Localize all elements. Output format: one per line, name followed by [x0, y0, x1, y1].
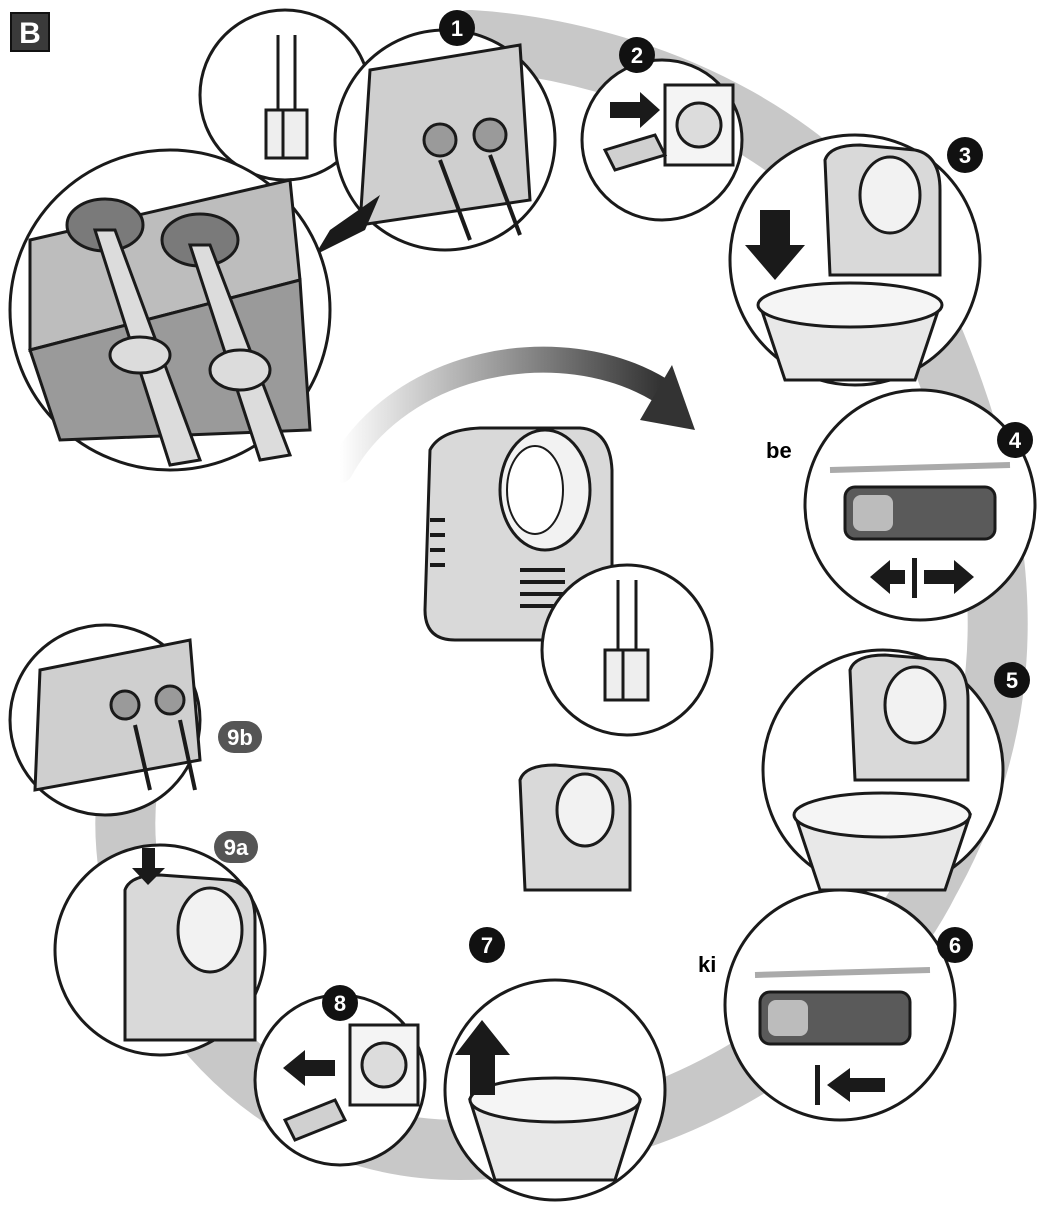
- step-badge-9b: 9b: [218, 721, 262, 753]
- step-number-7: 7: [481, 933, 493, 958]
- step-badge-3: 3: [947, 137, 983, 173]
- step-number-4: 4: [1009, 428, 1022, 453]
- step-number-8: 8: [334, 991, 346, 1016]
- step-9b-remove-beaters: [10, 625, 200, 815]
- step-1-socket-closeup: [10, 150, 380, 470]
- center-beaters-inset: [542, 565, 712, 735]
- step-5-mixing: [763, 650, 1003, 890]
- step-number-2: 2: [631, 43, 643, 68]
- step-badge-9a: 9a: [214, 831, 258, 863]
- step-6-switch-off: [725, 890, 955, 1120]
- step-badge-6: 6: [937, 927, 973, 963]
- step-badge-2: 2: [619, 37, 655, 73]
- step-3-insert-into-bowl: [730, 135, 980, 385]
- step-number-9b: 9b: [227, 725, 253, 750]
- step-9a-eject-button: [55, 845, 265, 1055]
- step-badge-5: 5: [994, 662, 1030, 698]
- step-number-5: 5: [1006, 668, 1018, 693]
- step-number-3: 3: [959, 143, 971, 168]
- step-4-switch-on: [805, 390, 1035, 620]
- step-2-plug-in: [582, 60, 742, 220]
- step-number-9a: 9a: [224, 835, 249, 860]
- step-badge-1: 1: [439, 10, 475, 46]
- step-badge-8: 8: [322, 985, 358, 1021]
- step-7-lift-out: [445, 765, 665, 1200]
- step-badge-4: 4: [997, 422, 1033, 458]
- step-number-1: 1: [451, 16, 463, 41]
- step-badge-7: 7: [469, 927, 505, 963]
- step-number-6: 6: [949, 933, 961, 958]
